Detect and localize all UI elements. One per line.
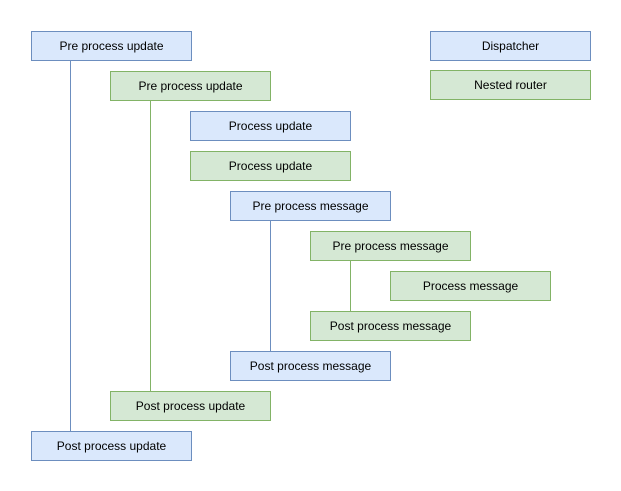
node-pre-process-message-router: Pre process message: [310, 231, 471, 261]
node-process-update-router: Process update: [190, 151, 351, 181]
node-post-process-update-dispatcher: Post process update: [31, 431, 192, 461]
node-pre-process-message-dispatcher: Pre process message: [230, 191, 391, 221]
node-post-process-update-router: Post process update: [110, 391, 271, 421]
connector-dispatcher-message-line: [270, 220, 271, 351]
connector-dispatcher-update-line: [70, 61, 71, 431]
connector-router-message-line: [350, 260, 351, 311]
node-process-update-dispatcher: Process update: [190, 111, 351, 141]
connector-router-update-line: [150, 100, 151, 391]
legend-dispatcher: Dispatcher: [430, 31, 591, 61]
node-pre-process-update-dispatcher: Pre process update: [31, 31, 192, 61]
node-post-process-message-router: Post process message: [310, 311, 471, 341]
node-pre-process-update-router: Pre process update: [110, 71, 271, 101]
node-post-process-message-dispatcher: Post process message: [230, 351, 391, 381]
node-process-message-router: Process message: [390, 271, 551, 301]
legend-nested-router: Nested router: [430, 70, 591, 100]
